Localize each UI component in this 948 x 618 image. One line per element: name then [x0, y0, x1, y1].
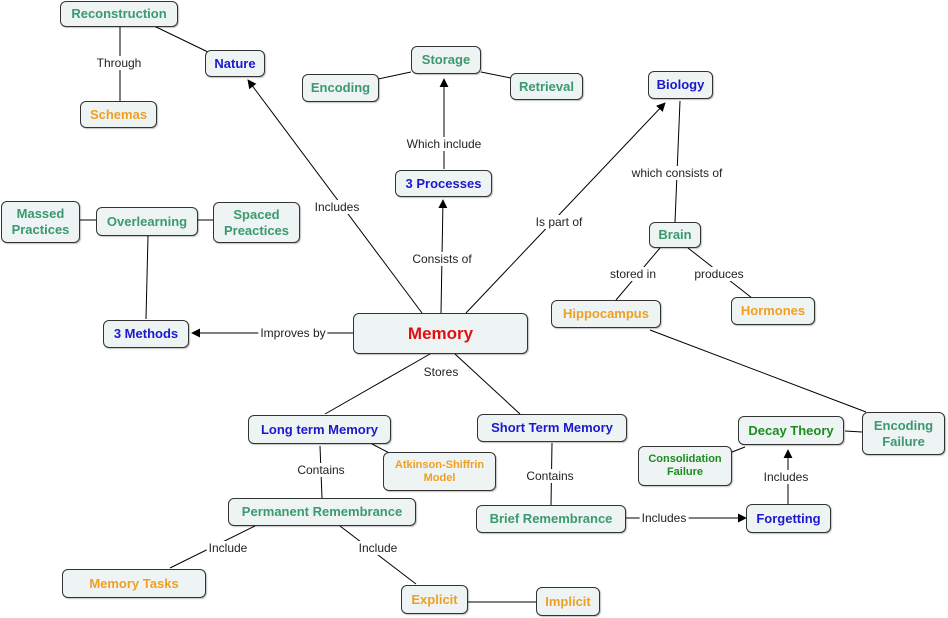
- link-label-produces: produces: [692, 267, 746, 281]
- node-3-methods[interactable]: 3 Methods: [103, 320, 189, 348]
- node-explicit[interactable]: Explicit: [401, 585, 468, 614]
- link-label-include-tasks: Include: [206, 541, 250, 555]
- link-label-improves-by: Improves by: [258, 326, 328, 340]
- link-label-stores: Stores: [421, 365, 461, 379]
- node-retrieval[interactable]: Retrieval: [510, 73, 583, 100]
- node-atkinson-shiffrin-model[interactable]: Atkinson-Shiffrin Model: [383, 452, 496, 491]
- node-nature[interactable]: Nature: [205, 50, 265, 77]
- node-biology[interactable]: Biology: [648, 71, 713, 99]
- node-implicit[interactable]: Implicit: [536, 587, 600, 616]
- node-long-term-memory[interactable]: Long term Memory: [248, 415, 391, 444]
- edge-memory-biology: [465, 102, 666, 314]
- node-3-processes[interactable]: 3 Processes: [395, 170, 492, 197]
- edge-biology-brain: [674, 100, 681, 223]
- edge-overlearning-methods: [145, 235, 149, 320]
- node-short-term-memory[interactable]: Short Term Memory: [477, 414, 627, 442]
- node-brain[interactable]: Brain: [649, 222, 701, 248]
- node-encoding-failure[interactable]: Encoding Failure: [862, 412, 945, 455]
- node-encoding[interactable]: Encoding: [302, 74, 379, 102]
- node-spaced-practices[interactable]: Spaced Preactices: [213, 202, 300, 243]
- edge-storage-encoding: [377, 71, 412, 80]
- node-forgetting[interactable]: Forgetting: [746, 504, 831, 533]
- node-consolidation-failure[interactable]: Consolidation Failure: [638, 446, 732, 486]
- edge-reconstruction-nature: [151, 24, 211, 54]
- edge-hippocampus-encoding-failure: [649, 329, 867, 413]
- node-permanent-remembrance[interactable]: Permanent Remembrance: [228, 498, 416, 526]
- edge-decay-encoding-failure: [844, 430, 863, 433]
- edge-memory-nature: [247, 79, 423, 314]
- node-massed-practices[interactable]: Massed Practices: [1, 201, 80, 243]
- node-schemas[interactable]: Schemas: [80, 101, 157, 128]
- node-brief-remembrance[interactable]: Brief Remembrance: [476, 505, 626, 533]
- link-label-includes-nature: Includes: [312, 200, 362, 214]
- edge-memory-ltm: [324, 353, 431, 415]
- link-label-include-explicit: Include: [356, 541, 400, 555]
- edge-memory-stm: [454, 353, 521, 415]
- node-storage[interactable]: Storage: [411, 46, 481, 74]
- link-label-stored-in: stored in: [607, 267, 659, 281]
- link-label-includes-forgetting: Includes: [639, 511, 689, 525]
- node-decay-theory[interactable]: Decay Theory: [738, 416, 844, 445]
- node-memory-tasks[interactable]: Memory Tasks: [62, 569, 206, 598]
- node-reconstruction[interactable]: Reconstruction: [60, 1, 178, 27]
- edge-decay-consolidation: [731, 446, 746, 453]
- link-label-includes-decay: Includes: [761, 470, 811, 484]
- link-label-contains-ltm: Contains: [295, 463, 347, 477]
- link-label-which-include: Which include: [404, 137, 484, 151]
- node-hippocampus[interactable]: Hippocampus: [551, 300, 661, 328]
- edge-permanent-explicit: [339, 525, 417, 585]
- node-overlearning[interactable]: Overlearning: [96, 207, 198, 236]
- link-label-is-part-of: Is part of: [533, 215, 585, 229]
- node-hormones[interactable]: Hormones: [731, 297, 815, 325]
- node-memory[interactable]: Memory: [353, 313, 528, 354]
- link-label-through: Through: [94, 56, 144, 70]
- link-label-consists-of: Consists of: [410, 252, 474, 266]
- edge-storage-retrieval: [480, 71, 512, 79]
- link-label-contains-stm: Contains: [524, 469, 576, 483]
- link-label-which-consists-of: which consists of: [629, 166, 725, 180]
